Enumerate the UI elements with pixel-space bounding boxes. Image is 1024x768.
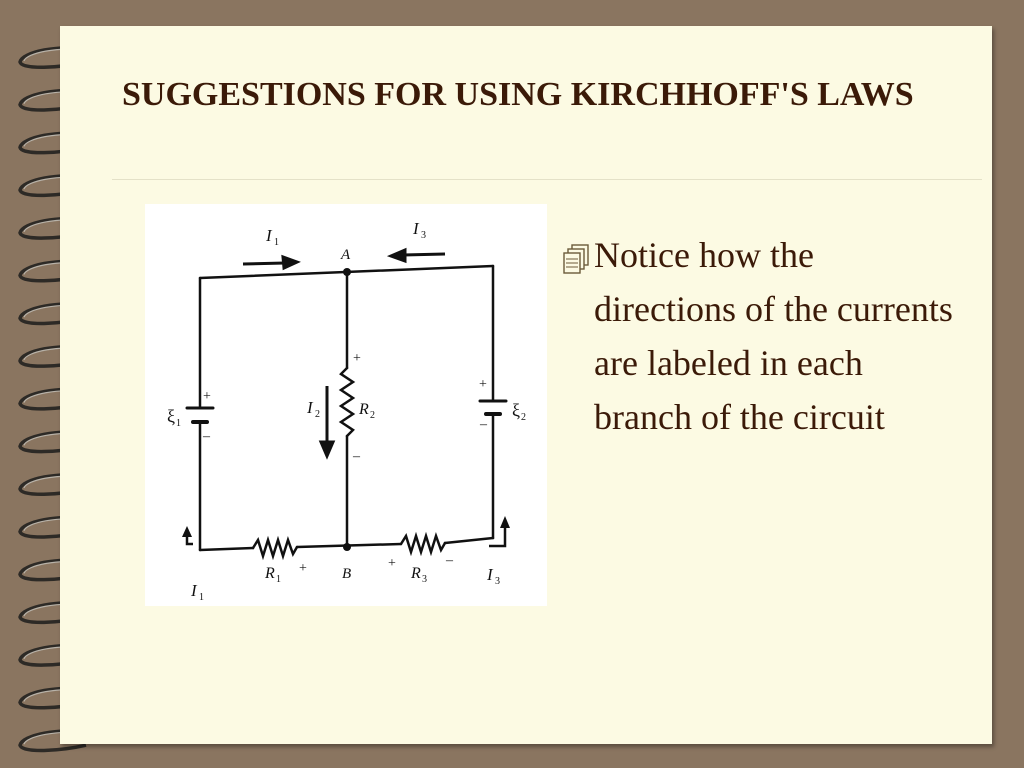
slide-title: SUGGESTIONS FOR USING KIRCHHOFF'S LAWS	[122, 76, 914, 113]
resistor-r1	[251, 535, 299, 561]
bullet-item: Notice how the directions of the current…	[560, 235, 960, 444]
arrow-i1-bottom-head	[182, 526, 192, 537]
label-e2-plus: +	[479, 377, 487, 392]
label-i1-bottom: I	[190, 581, 198, 600]
label-r1-sub: 1	[276, 574, 281, 585]
label-i3-top-sub: 3	[421, 230, 426, 241]
resistor-r3	[399, 531, 447, 557]
label-node-b: B	[342, 566, 351, 582]
label-r1-plus: +	[299, 561, 307, 576]
label-r1: R	[264, 565, 275, 582]
arrow-i3-top-head	[386, 247, 407, 264]
label-node-a: A	[340, 247, 351, 263]
title-divider	[112, 179, 982, 180]
resistor-r2	[338, 366, 356, 438]
label-i1-top: I	[265, 226, 273, 245]
label-r3: R	[410, 565, 421, 582]
arrow-i2-head	[318, 440, 336, 460]
circuit-diagram: A B I 1 I 3 I 2 I 1 I 3 ξ 1 + – ξ 2 + – …	[145, 204, 547, 606]
bullet-text: Notice how the directions of the current…	[594, 235, 953, 437]
label-i2-sub: 2	[315, 409, 320, 420]
label-r3-sub: 3	[422, 574, 427, 585]
label-r3-minus: –	[445, 553, 454, 568]
node-b-dot	[343, 543, 351, 551]
circuit-svg: A B I 1 I 3 I 2 I 1 I 3 ξ 1 + – ξ 2 + – …	[167, 219, 526, 603]
label-i2: I	[306, 398, 314, 417]
label-e1-minus: –	[202, 429, 211, 444]
label-r3-plus: +	[388, 556, 396, 571]
label-r2-plus: +	[353, 351, 361, 366]
label-r2-sub: 2	[370, 410, 375, 421]
arrow-i1-top-head	[281, 254, 301, 271]
arrow-i3-bottom-shaft	[489, 526, 507, 548]
notepad-stack-icon	[563, 244, 589, 274]
arrow-i1-bottom-shaft	[185, 534, 193, 546]
label-i3-bottom: I	[486, 565, 494, 584]
label-e1-plus: +	[203, 389, 211, 404]
label-e2: ξ	[512, 400, 520, 420]
label-i3-bottom-sub: 3	[495, 576, 500, 587]
label-e1-sub: 1	[176, 418, 181, 429]
label-i1-top-sub: 1	[274, 237, 279, 248]
arrow-i3-top-shaft	[402, 252, 446, 257]
wire-bottom-right	[443, 536, 495, 545]
label-i1-bottom-sub: 1	[199, 592, 204, 603]
label-e2-sub: 2	[521, 412, 526, 423]
arrow-i1-top-shaft	[242, 261, 286, 266]
label-r2-minus: –	[352, 449, 361, 464]
node-a-dot	[343, 268, 351, 276]
label-r2: R	[358, 401, 369, 418]
arrow-i3-bottom-head	[500, 516, 510, 528]
label-e1: ξ	[167, 406, 175, 426]
label-i3-top: I	[412, 219, 420, 238]
wire-bottom-left	[198, 546, 255, 552]
label-e2-minus: –	[479, 417, 488, 432]
